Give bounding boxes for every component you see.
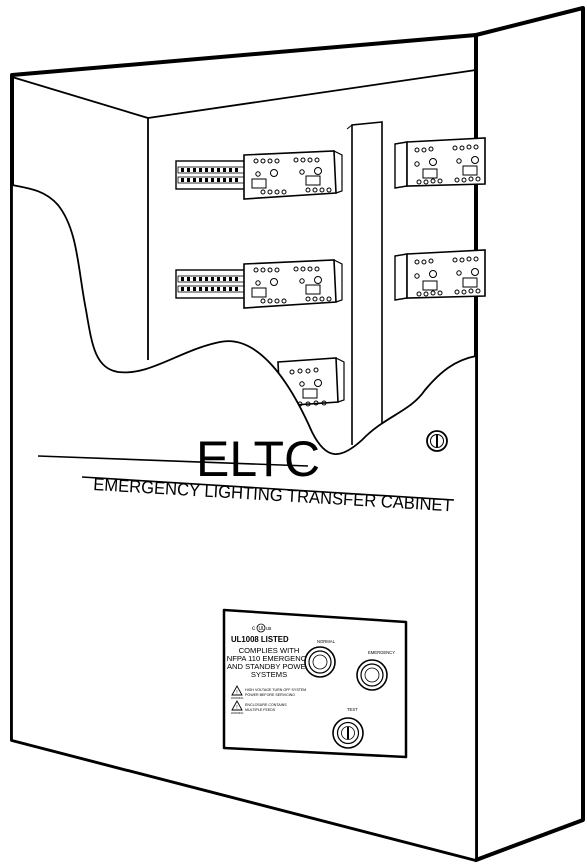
interior-divider [351, 121, 383, 445]
svg-text:COMPLIES WITH: COMPLIES WITH [239, 646, 300, 655]
cabinet-right-side [474, 6, 585, 862]
normal-label: NORMAL [317, 639, 336, 644]
svg-text:!: ! [236, 705, 237, 711]
svg-text:UL: UL [259, 626, 266, 632]
warning-triangle-icon [231, 700, 243, 711]
svg-text:us: us [266, 626, 272, 632]
test-label: TEST [347, 707, 358, 712]
test-key-switch[interactable] [332, 717, 364, 749]
svg-text:WARNING: WARNING [231, 696, 243, 700]
svg-text:MULTIPLE FEEDS: MULTIPLE FEEDS [245, 708, 276, 712]
relay-module-left-top [175, 150, 343, 200]
interior-back-wall [147, 69, 477, 360]
brand-title: ELTC [196, 431, 320, 487]
compliance-text: COMPLIES WITH NFPA 110 EMERGENCY AND STA… [227, 646, 312, 679]
emergency-label: EMERGENCY [368, 650, 395, 655]
warning-multiple-feeds: ! WARNING ENCLOSURE CONTAINS MULTIPLE FE… [231, 700, 287, 715]
svg-text:SYSTEMS: SYSTEMS [251, 670, 287, 679]
svg-text:WARNING: WARNING [231, 711, 243, 715]
listing-text: UL1008 LISTED [231, 635, 289, 644]
svg-text:AND STANDBY POWER: AND STANDBY POWER [227, 662, 312, 671]
door-lock-icon[interactable] [426, 430, 448, 452]
relay-module-right-top [394, 137, 486, 189]
warning-high-voltage: ! WARNING HIGH VOLTAGE TURN OFF SYSTEM P… [231, 685, 306, 700]
warning-triangle-icon [231, 685, 243, 696]
control-plate: c UL us UL1008 LISTED COMPLIES WITH NFPA… [222, 608, 408, 759]
svg-text:!: ! [236, 690, 237, 696]
svg-text:NFPA 110 EMERGENCY: NFPA 110 EMERGENCY [227, 654, 312, 663]
svg-text:c: c [252, 626, 255, 632]
emergency-indicator-light [356, 659, 388, 691]
svg-text:POWER BEFORE SERVICING: POWER BEFORE SERVICING [245, 693, 295, 697]
svg-text:ENCLOSURE CONTAINS: ENCLOSURE CONTAINS [245, 703, 287, 707]
ul-mark-icon: c UL us [252, 623, 272, 633]
normal-indicator-light [304, 646, 336, 678]
svg-text:HIGH VOLTAGE TURN OFF SYSTEM: HIGH VOLTAGE TURN OFF SYSTEM [245, 688, 306, 692]
relay-module-left-middle [175, 259, 343, 309]
cabinet-interior [11, 69, 477, 445]
relay-module-right-middle [394, 249, 486, 301]
